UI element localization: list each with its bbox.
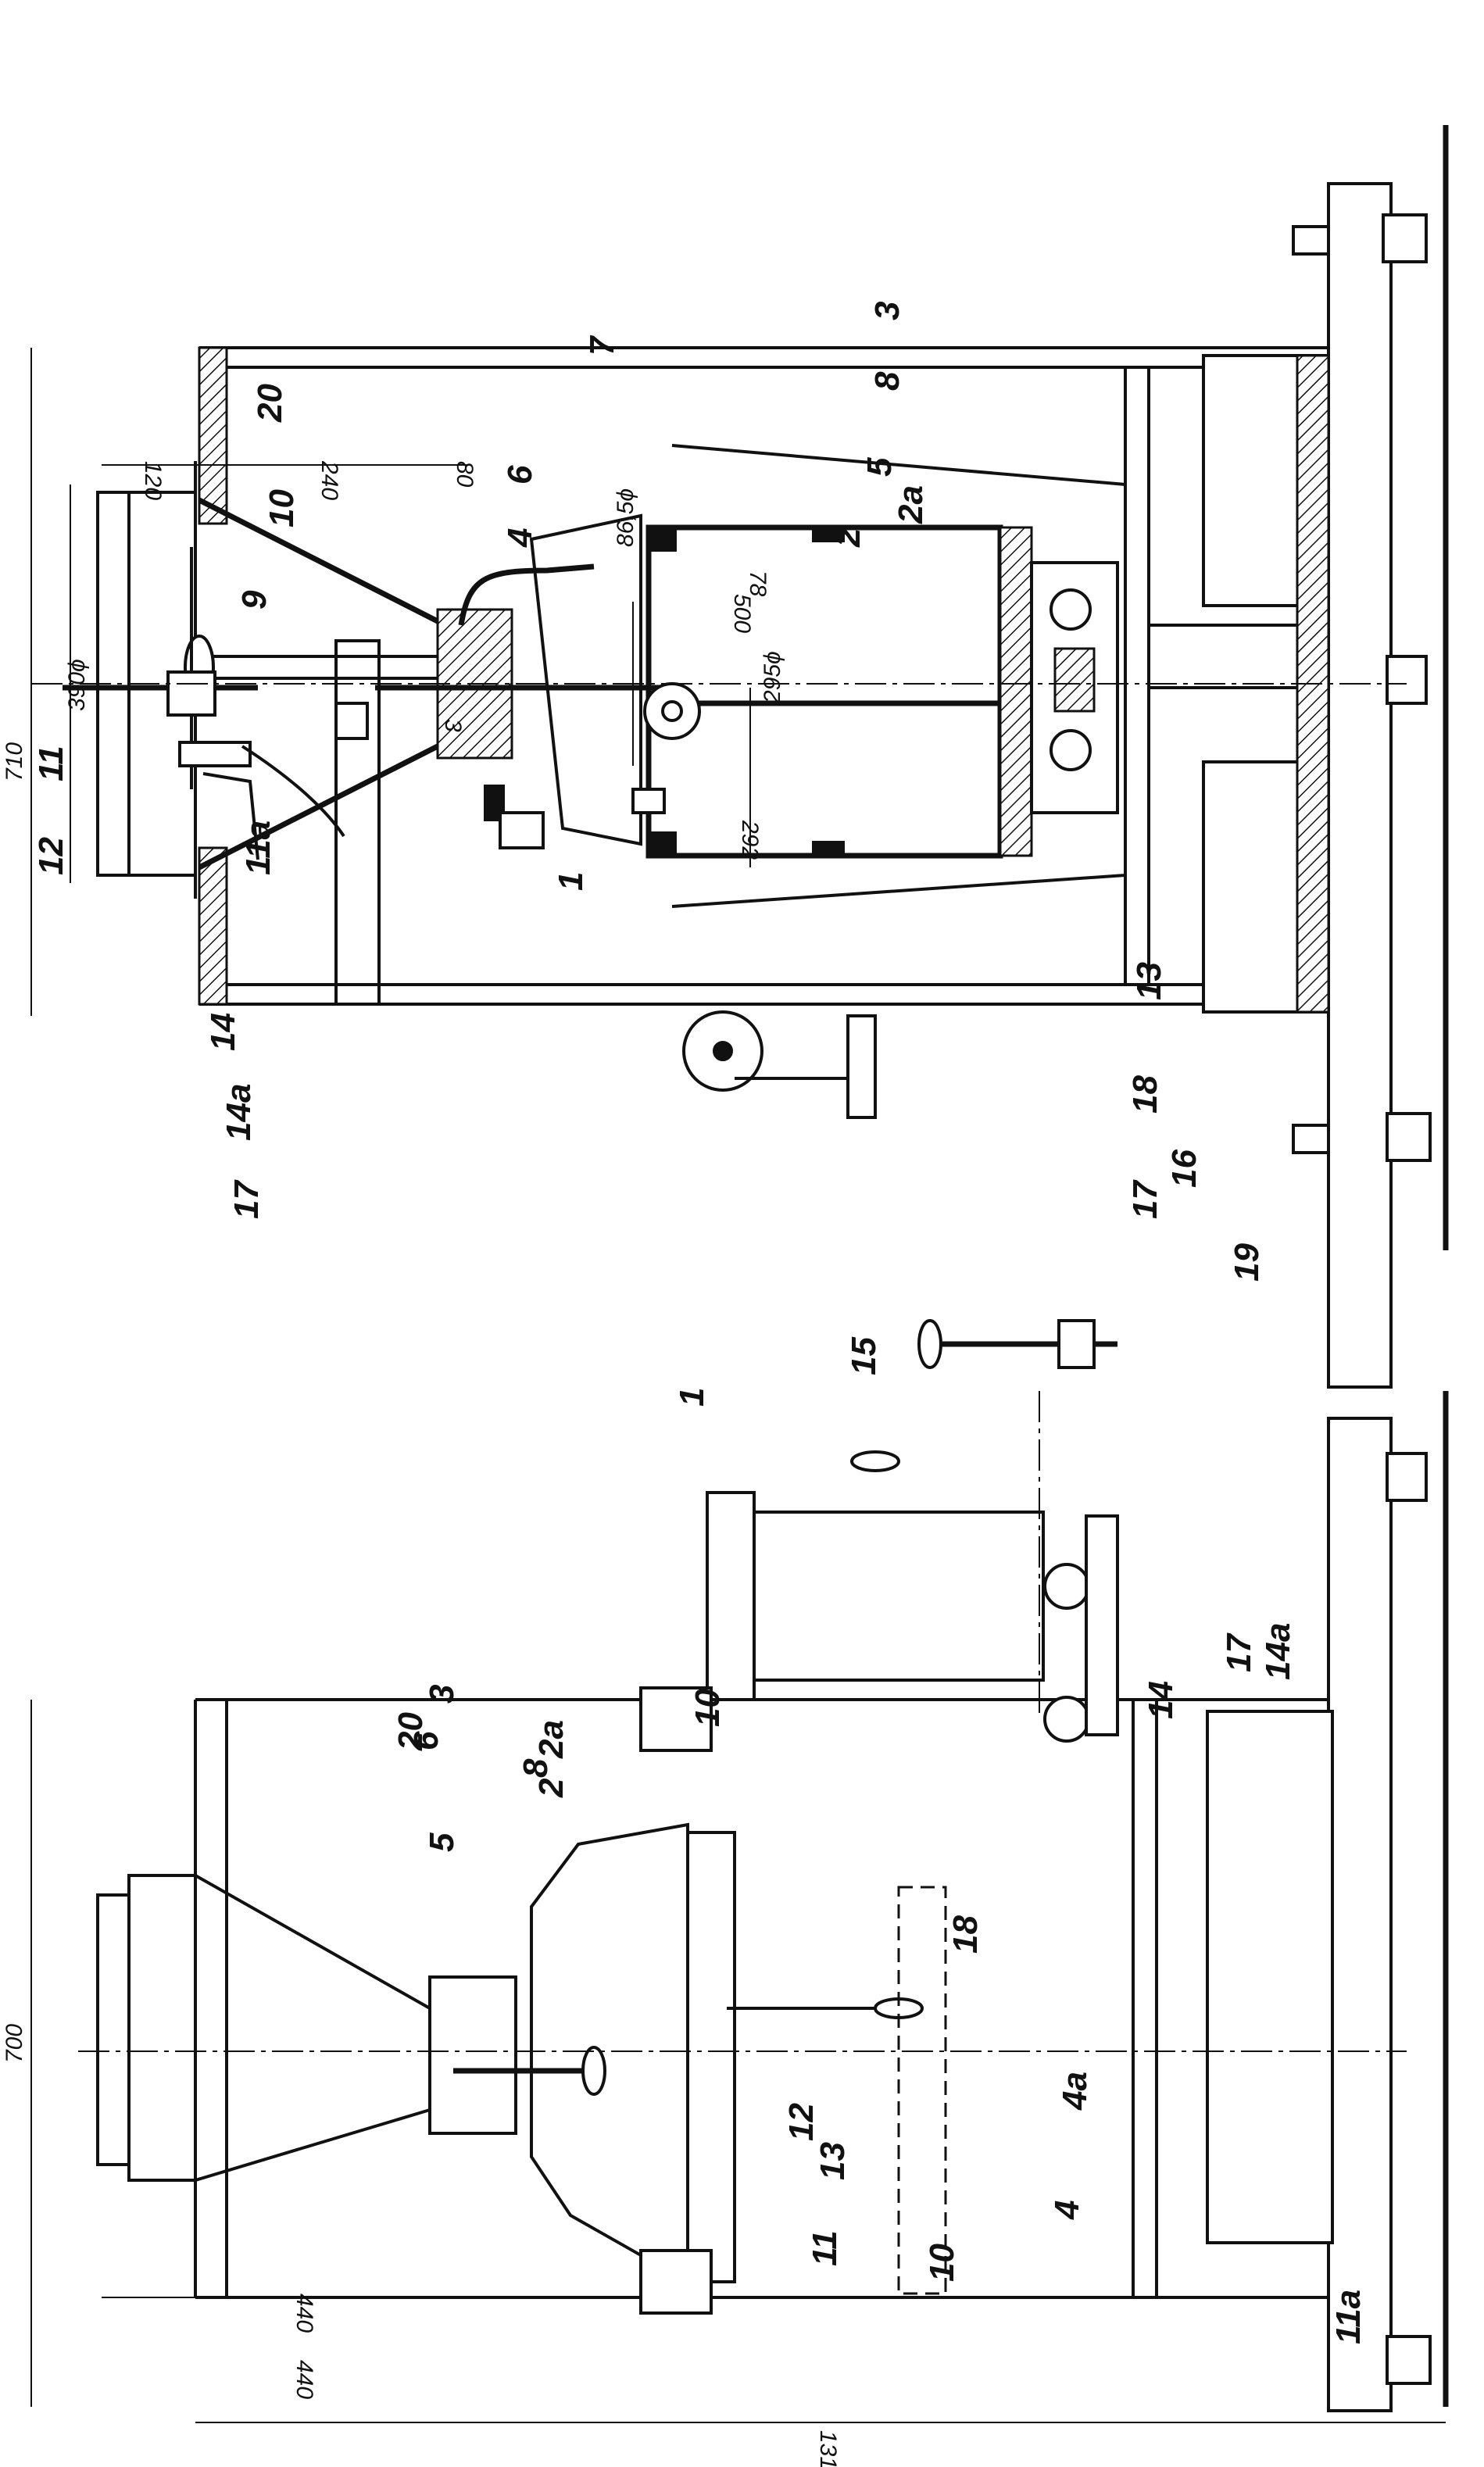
top-sectional-view <box>30 125 1449 1389</box>
top-plate-left <box>198 346 228 525</box>
pulley <box>682 1010 877 1119</box>
lever-rod <box>334 639 1000 1006</box>
bottom-dimension-lines <box>30 1700 1446 2423</box>
spring-screw <box>499 811 545 849</box>
lever-12 <box>63 670 345 860</box>
handle-4a <box>453 2046 606 2096</box>
container-bottom <box>706 1450 1045 1701</box>
lever-assembly-bottom <box>639 1686 924 2315</box>
box-17-bottom <box>1206 1710 1334 2244</box>
base-plate-bottom <box>1327 1417 1393 2412</box>
top-plate-right <box>198 846 228 1006</box>
handle-15 <box>917 1319 1117 1369</box>
chamber-2-bottom <box>530 1822 689 2285</box>
hopper-bottom <box>96 1874 517 2182</box>
base-plate <box>1327 182 1393 1389</box>
bottom-elevation-view <box>30 1319 1449 2423</box>
leveling-feet <box>1292 213 1432 1162</box>
frame <box>199 346 1328 1006</box>
turntable <box>1030 561 1119 814</box>
pipe-4 <box>458 563 595 626</box>
rollers-14 <box>1043 1514 1119 1743</box>
table-13-hidden <box>897 1886 947 2295</box>
stem-handle <box>184 547 486 789</box>
guard-18 <box>671 444 1127 908</box>
sealing-chamber <box>529 513 642 846</box>
top-dimension-lines <box>30 348 751 1016</box>
container <box>645 524 1033 859</box>
frame-bottom <box>194 1698 1328 2299</box>
